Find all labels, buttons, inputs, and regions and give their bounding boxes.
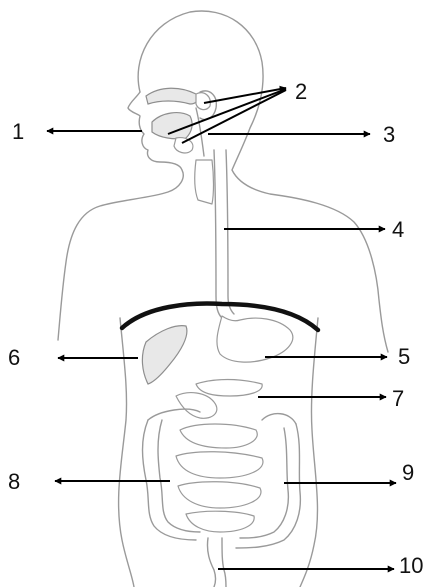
esophagus-right-wall xyxy=(226,150,234,314)
label-7: 7 xyxy=(392,386,404,411)
salivary-gland-upper xyxy=(196,93,210,110)
rectum xyxy=(207,538,215,587)
pancreas xyxy=(196,380,262,397)
small-intestine-loop-2 xyxy=(180,424,257,448)
label-5: 5 xyxy=(398,344,410,369)
small-intestine-loop-1 xyxy=(176,393,217,419)
small-intestine-loop-5 xyxy=(186,511,254,532)
rectum-inner xyxy=(222,538,226,587)
liver xyxy=(142,326,187,384)
tongue xyxy=(152,113,192,139)
label-9: 9 xyxy=(402,460,414,485)
label-8: 8 xyxy=(8,469,20,494)
nasal-cavity xyxy=(146,88,198,104)
stomach xyxy=(217,316,293,362)
small-intestine xyxy=(176,393,263,532)
torso-right xyxy=(300,318,318,587)
label-2: 2 xyxy=(295,79,307,104)
head-outline xyxy=(138,11,388,352)
transverse-colon xyxy=(148,409,296,424)
esophagus xyxy=(195,150,234,318)
label-4: 4 xyxy=(392,217,404,242)
label-1: 1 xyxy=(12,119,24,144)
esophagus-left-wall xyxy=(214,150,222,318)
label-10: 10 xyxy=(399,553,423,578)
small-intestine-loop-3 xyxy=(176,452,263,478)
trachea xyxy=(195,160,214,204)
label-3: 3 xyxy=(383,122,395,147)
label-6: 6 xyxy=(8,345,20,370)
small-intestine-loop-4 xyxy=(178,482,261,508)
